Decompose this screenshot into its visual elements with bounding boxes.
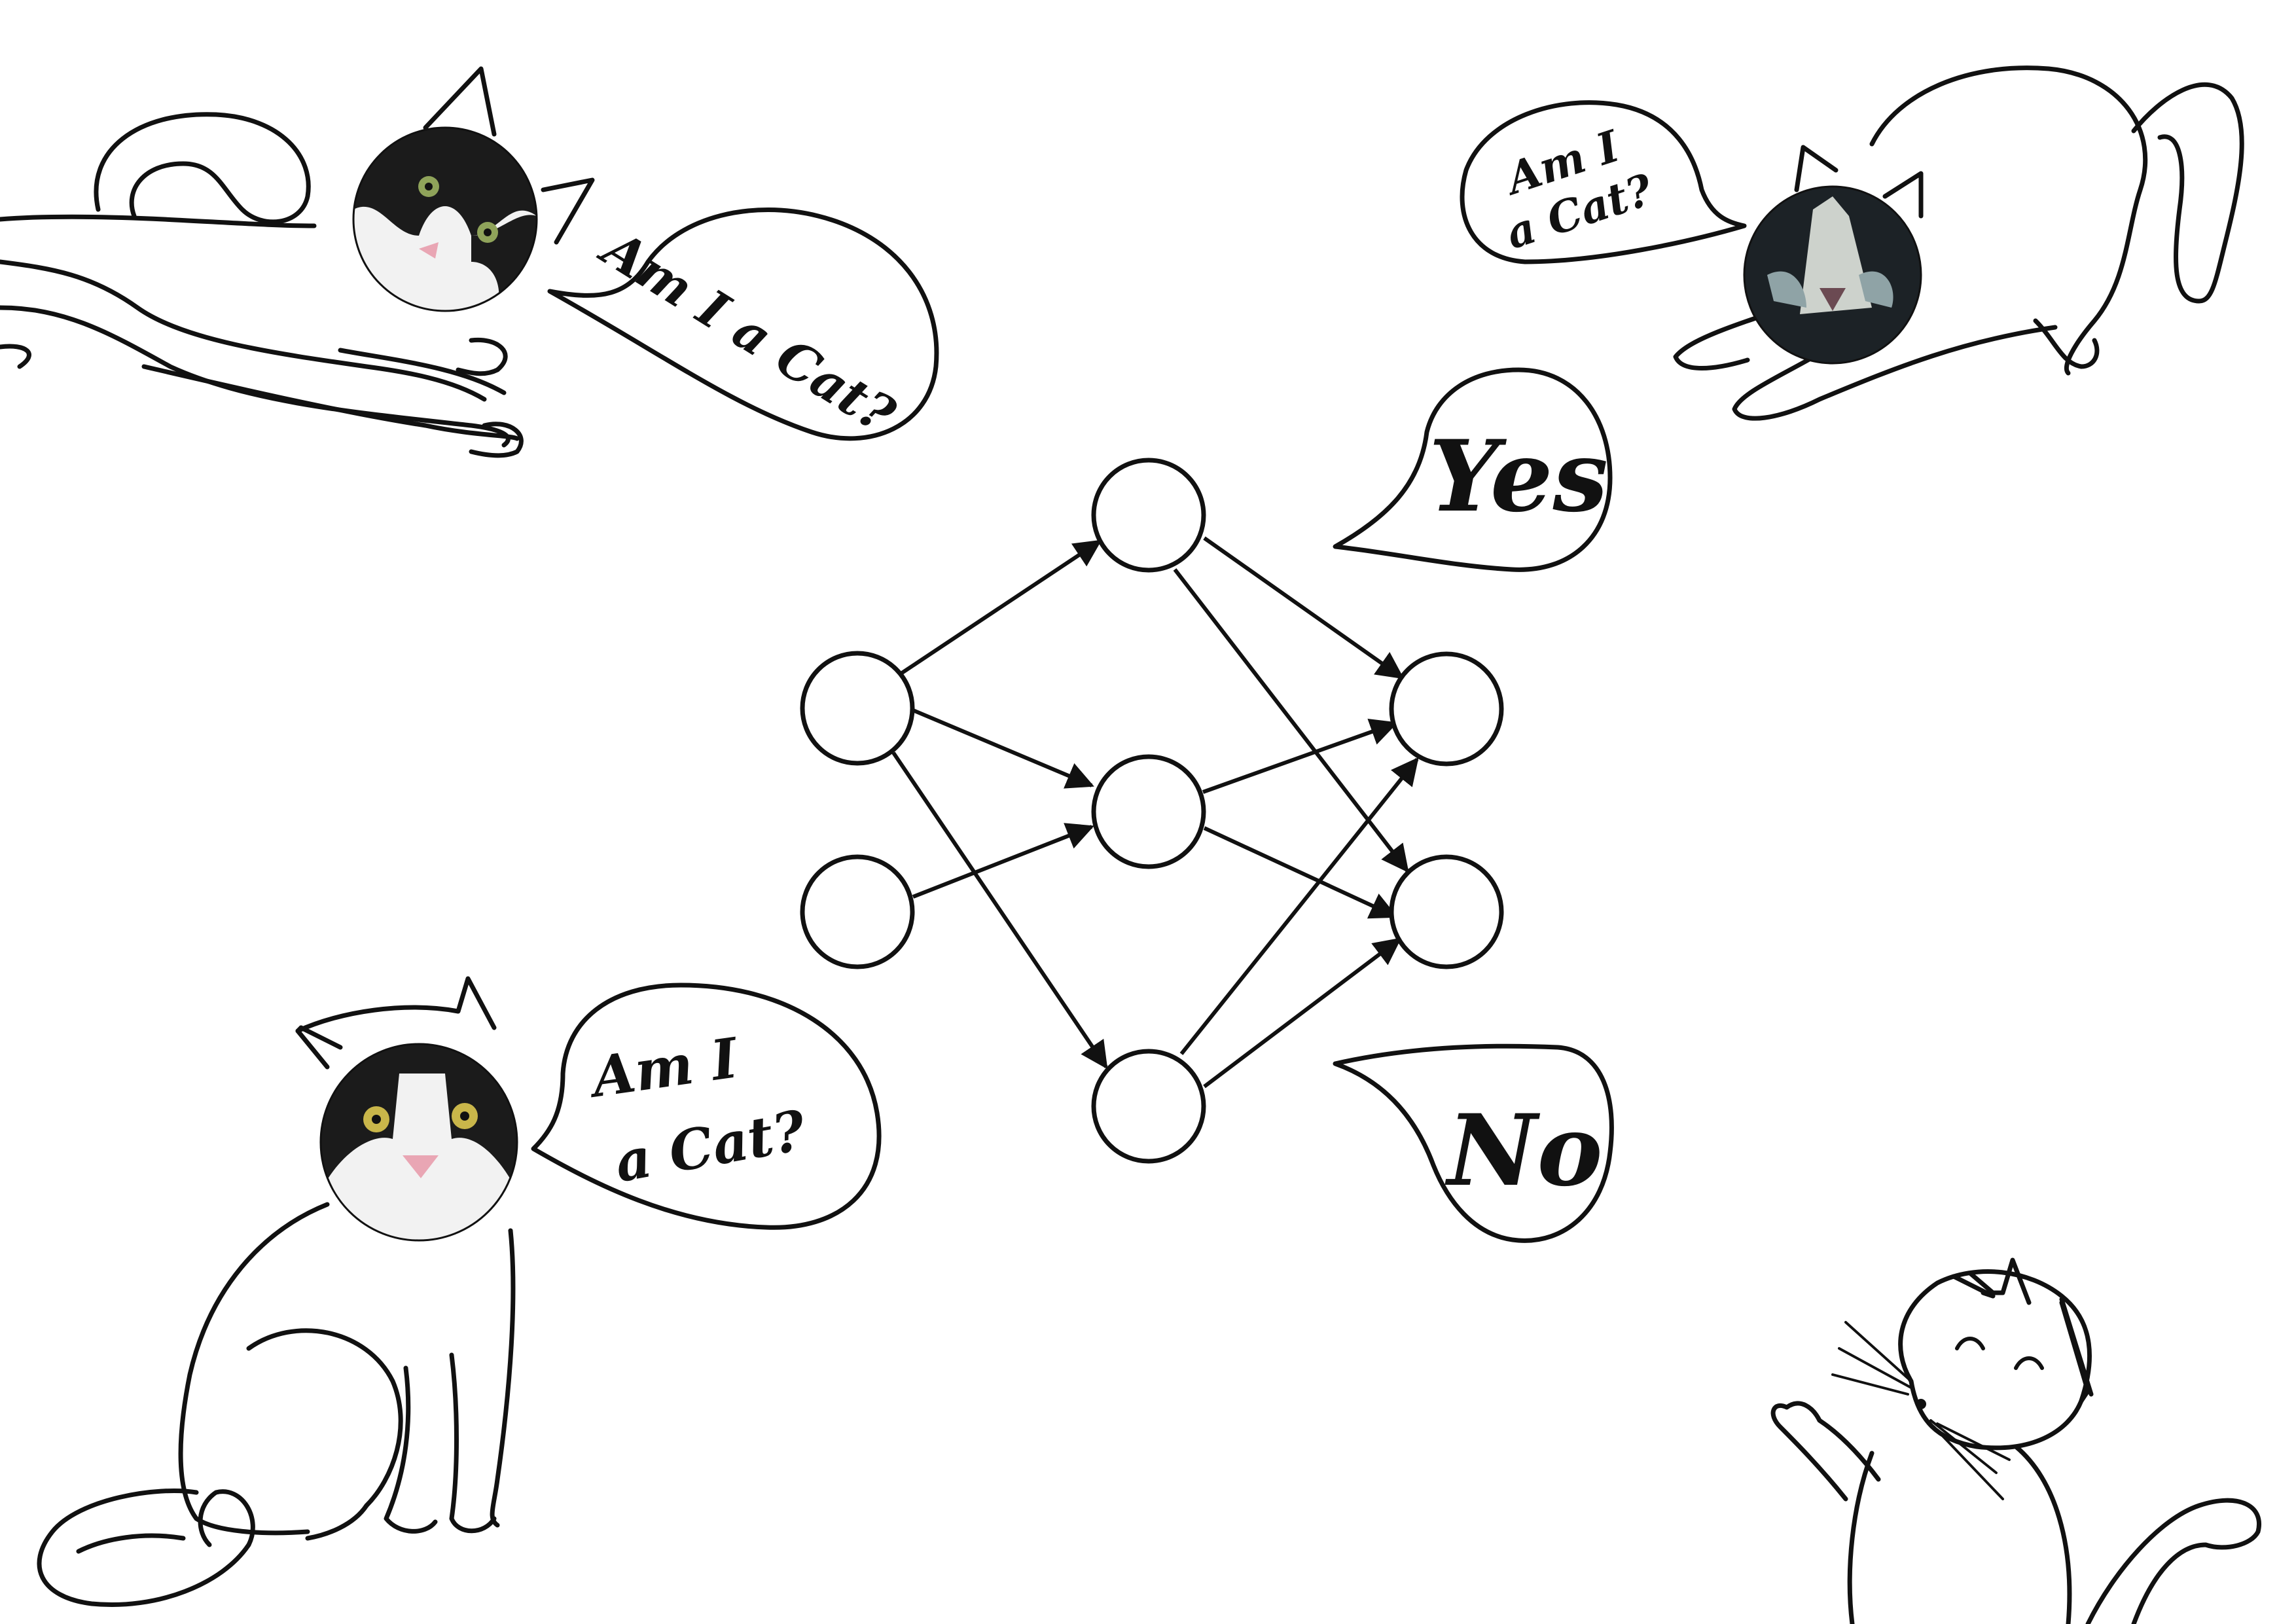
cat-bottom-left: Am I a Cat? xyxy=(37,976,882,1608)
edge xyxy=(912,823,1094,899)
output-node xyxy=(1389,651,1504,767)
speech-bubble-icon xyxy=(1460,100,1747,264)
output-label-no: No xyxy=(1444,1093,1602,1208)
edge xyxy=(891,751,1108,1070)
edge xyxy=(1203,937,1402,1089)
hidden-node xyxy=(1091,754,1206,869)
speech-bubble-top-right: Am I a Cat? xyxy=(1460,100,1747,264)
hidden-node xyxy=(1091,458,1206,573)
speech-bubble-bottom-left: Am I a Cat? xyxy=(531,983,882,1230)
cat-outline-icon xyxy=(0,66,595,458)
speech-bubble-icon xyxy=(547,208,939,441)
input-node xyxy=(800,651,915,766)
edge xyxy=(1203,826,1398,919)
neural-network: Yes No xyxy=(800,367,1614,1243)
edge xyxy=(899,539,1102,676)
edge xyxy=(912,708,1094,789)
speech-bubble-top-left: Am I a Cat? xyxy=(547,208,939,446)
speech-bubble-icon xyxy=(1333,1043,1614,1243)
edge xyxy=(1173,568,1409,873)
speech-bubble-icon xyxy=(1333,367,1613,572)
cat-face-photo xyxy=(1744,187,1921,363)
edge xyxy=(1203,536,1405,679)
output-bubble-yes: Yes xyxy=(1333,367,1613,572)
output-label-yes: Yes xyxy=(1429,419,1608,534)
edge xyxy=(1179,757,1419,1055)
neural-network-icon xyxy=(800,458,1504,1164)
cat-top-left: Am I a Cat? xyxy=(0,66,939,458)
cat-face-photo xyxy=(321,1044,517,1240)
edge xyxy=(1202,718,1398,794)
cat-face-photo xyxy=(353,128,537,311)
cat-bottom-right xyxy=(1770,1257,2261,1624)
output-node xyxy=(1389,854,1504,969)
cat-outline-icon xyxy=(1770,1257,2261,1624)
input-node xyxy=(800,854,915,969)
cat-outline-icon xyxy=(37,976,516,1608)
speech-bubble-icon xyxy=(531,983,882,1230)
hidden-node xyxy=(1091,1049,1206,1164)
cat-outline-icon xyxy=(1673,65,2244,421)
output-bubble-no: No xyxy=(1333,1043,1614,1243)
cat-top-right: Am I a Cat? xyxy=(1460,65,2244,421)
